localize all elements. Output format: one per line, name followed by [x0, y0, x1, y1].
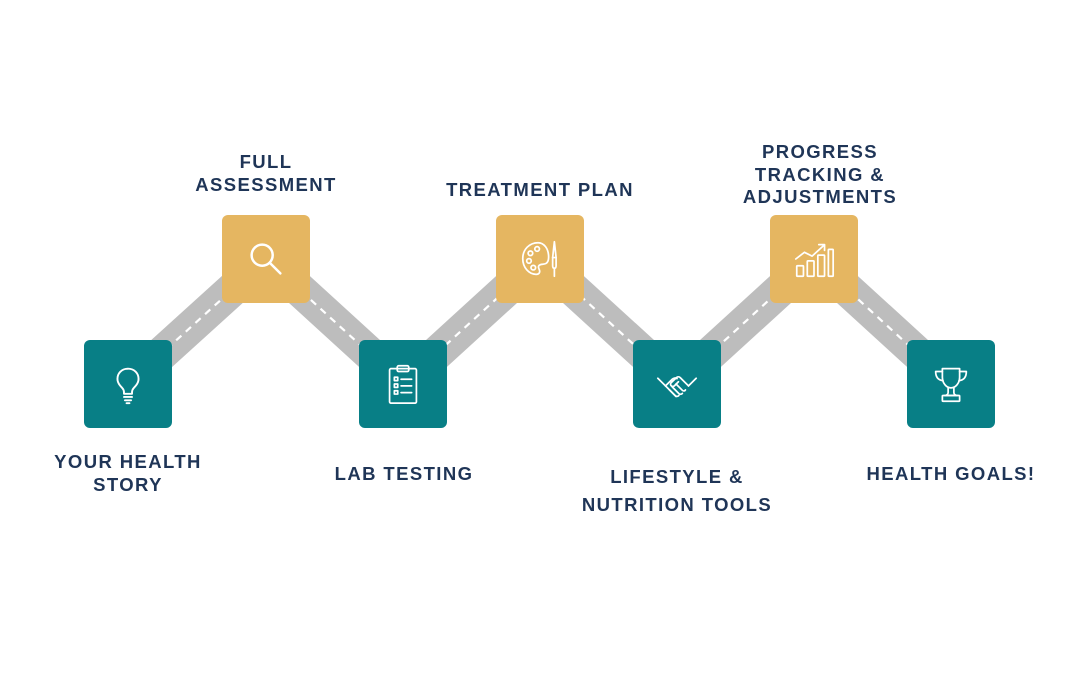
handshake-icon	[656, 376, 698, 398]
magnifier-icon	[250, 243, 282, 275]
bar-chart-growth-icon	[794, 243, 835, 278]
trophy-icon	[934, 367, 968, 403]
label-line: LIFESTYLE &	[610, 466, 744, 487]
label-line: NUTRITION TOOLS	[581, 493, 773, 515]
label-line: HEALTH GOALS!	[866, 463, 1036, 484]
step-tile-lifestyle-nutrition-tools	[633, 340, 721, 428]
label-line: FULL	[239, 151, 293, 172]
step-label-full-assessment: FULL ASSESSMENT	[195, 151, 336, 196]
step-tile-progress-tracking-adjustments	[770, 215, 858, 303]
palette-brush-icon	[521, 240, 557, 278]
step-tile-your-health-story	[84, 340, 172, 428]
lightbulb-icon	[116, 367, 140, 405]
step-tile-full-assessment	[222, 215, 310, 303]
label-line: ASSESSMENT	[195, 173, 337, 195]
label-line: TRACKING &	[754, 163, 886, 185]
step-label-health-goals: HEALTH GOALS!	[867, 463, 1036, 486]
step-label-lifestyle-nutrition-tools: LIFESTYLE & NUTRITION TOOLS	[582, 463, 772, 519]
label-line: LAB TESTING	[334, 463, 474, 484]
step-tile-health-goals	[907, 340, 995, 428]
step-tile-lab-testing	[359, 340, 447, 428]
step-label-treatment-plan: TREATMENT PLAN	[446, 179, 634, 202]
label-line: ADJUSTMENTS	[742, 186, 898, 208]
step-label-your-health-story: YOUR HEALTH STORY	[54, 451, 202, 496]
step-label-lab-testing: LAB TESTING	[335, 463, 474, 486]
label-line: YOUR HEALTH	[54, 451, 202, 472]
step-label-progress-tracking-adjustments: PROGRESS TRACKING & ADJUSTMENTS	[743, 141, 897, 209]
step-tile-treatment-plan	[496, 215, 584, 303]
clipboard-checklist-icon	[388, 364, 418, 405]
label-line: TREATMENT PLAN	[446, 179, 634, 200]
label-line: STORY	[93, 473, 163, 495]
label-line: PROGRESS	[761, 141, 879, 162]
